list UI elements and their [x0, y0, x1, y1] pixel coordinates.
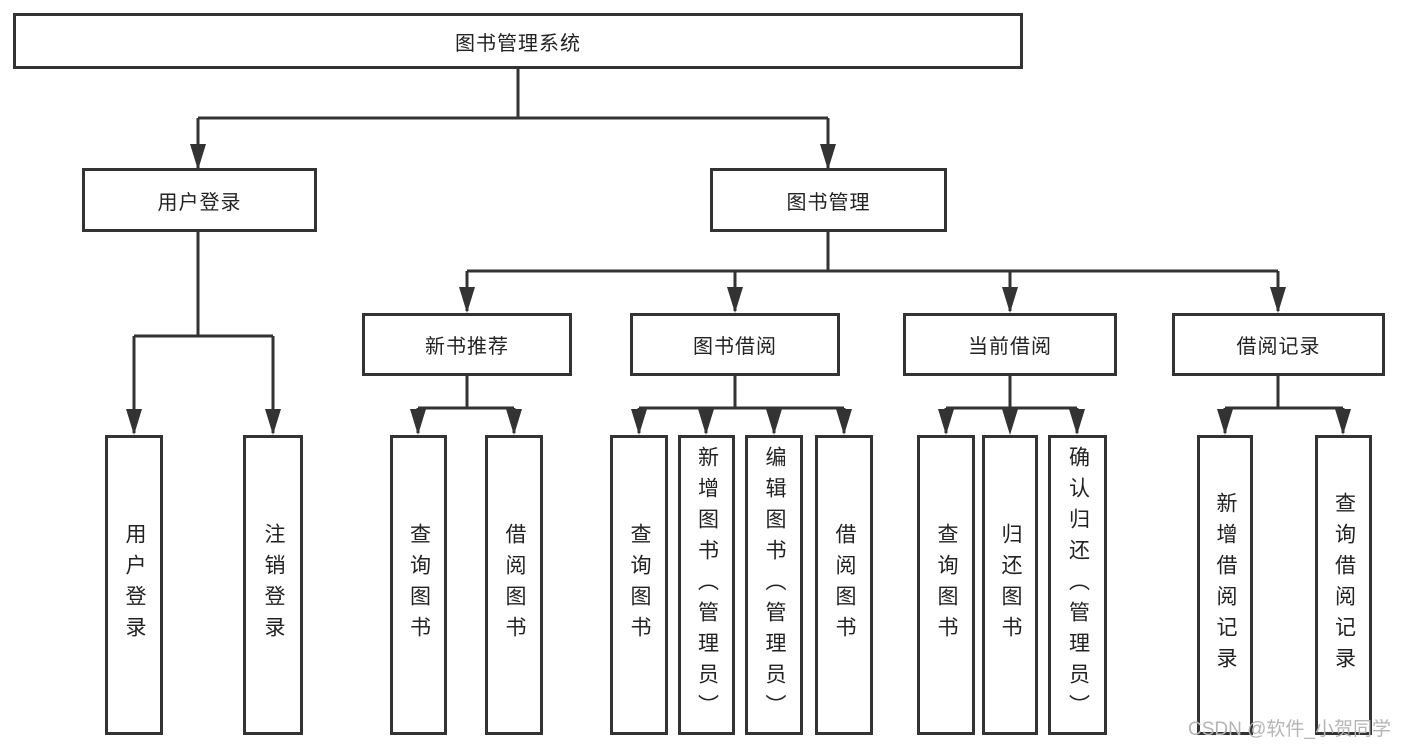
node-label-borrow-record: 借阅记录 — [1236, 336, 1321, 358]
leaf-label-query-book-recommend: 查询图书 — [407, 523, 431, 647]
node-label-user-login: 用户登录 — [157, 191, 242, 214]
leaf-box-return-book: 归还图书 — [982, 435, 1038, 735]
node-label-book-borrow: 图书借阅 — [693, 336, 777, 358]
leaf-box-query-book-borrow: 查询图书 — [610, 435, 668, 735]
node-box-book-management: 图书管理 — [710, 168, 947, 232]
leaf-label-borrow-book: 借阅图书 — [833, 523, 856, 647]
leaf-box-query-borrow-record: 查询借阅记录 — [1315, 435, 1372, 735]
node-box-system-root: 图书管理系统 — [13, 13, 1023, 69]
node-box-new-book-recommend: 新书推荐 — [362, 313, 572, 376]
leaf-box-borrow-book: 借阅图书 — [815, 435, 873, 735]
node-label-system-root: 图书管理系统 — [455, 32, 581, 55]
leaf-label-logout: 注销登录 — [262, 523, 285, 647]
leaf-label-borrow-book-recommend: 借阅图书 — [503, 523, 526, 647]
node-box-book-borrow: 图书借阅 — [630, 313, 840, 376]
node-label-book-management: 图书管理 — [786, 191, 871, 214]
node-box-user-login: 用户登录 — [82, 168, 317, 232]
leaf-label-query-book-borrow: 查询图书 — [628, 523, 651, 647]
leaf-box-user-login: 用户登录 — [105, 435, 163, 735]
leaf-box-query-book-current: 查询图书 — [917, 435, 975, 735]
leaf-box-confirm-return-admin: 确认归还（管理员） — [1048, 435, 1107, 735]
leaf-label-confirm-return-admin: 确认归还（管理员） — [1066, 445, 1090, 725]
leaf-box-edit-book-admin: 编辑图书（管理员） — [745, 435, 803, 735]
leaf-box-logout: 注销登录 — [243, 435, 303, 735]
leaf-label-query-book-current: 查询图书 — [935, 523, 958, 647]
leaf-label-user-login: 用户登录 — [123, 523, 146, 647]
node-box-current-borrow: 当前借阅 — [903, 313, 1117, 376]
leaf-box-query-book-recommend: 查询图书 — [390, 435, 447, 735]
csdn-watermark: CSDN @软件_小贺同学 — [1188, 719, 1391, 740]
leaf-label-return-book: 归还图书 — [999, 523, 1022, 647]
leaf-label-query-borrow-record: 查询借阅记录 — [1332, 492, 1356, 678]
node-label-current-borrow: 当前借阅 — [968, 336, 1052, 358]
node-label-new-book-recommend: 新书推荐 — [425, 336, 509, 358]
leaf-label-add-book-admin: 新增图书（管理员） — [695, 445, 719, 725]
leaf-label-add-borrow-record: 新增借阅记录 — [1214, 492, 1237, 678]
leaf-box-add-borrow-record: 新增借阅记录 — [1197, 435, 1253, 735]
leaf-box-add-book-admin: 新增图书（管理员） — [678, 435, 735, 735]
leaf-label-edit-book-admin: 编辑图书（管理员） — [763, 445, 786, 725]
node-box-borrow-record: 借阅记录 — [1172, 313, 1385, 376]
leaf-box-borrow-book-recommend: 借阅图书 — [485, 435, 543, 735]
